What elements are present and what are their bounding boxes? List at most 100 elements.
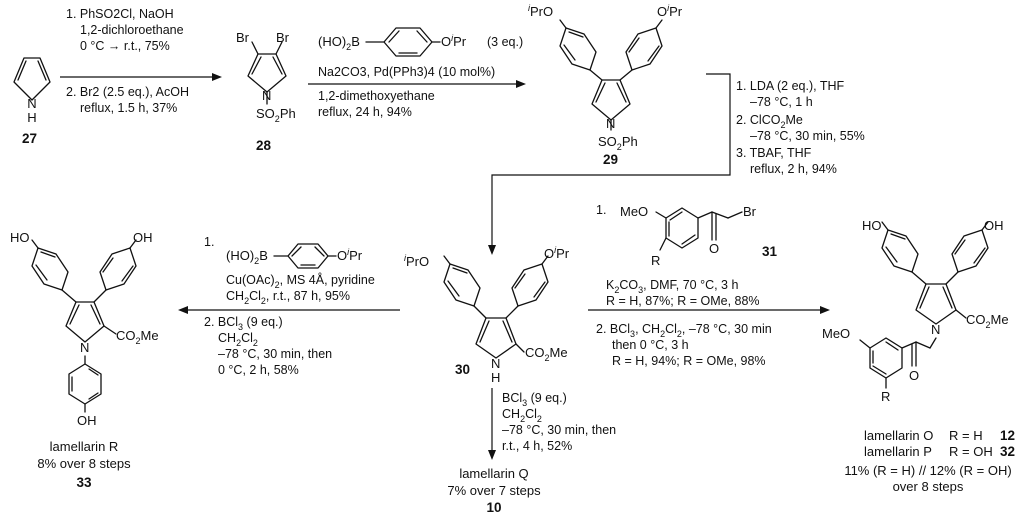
step-left-line1: Cu(OAc)2, MS 4Å, pyridine: [226, 272, 375, 290]
step-left-line2: CH2Cl2, r.t., 87 h, 95%: [226, 289, 350, 306]
compound-27-structure: N H: [13, 57, 51, 125]
ipro-label-left: iPrO: [528, 3, 553, 19]
step2-arrow: [308, 80, 526, 88]
compound-28-structure: Br Br N SO2Ph: [236, 30, 296, 124]
step3-line2: –78 °C, 1 h: [750, 95, 813, 109]
step-down-arrow: [488, 388, 496, 460]
n-label: N: [606, 116, 615, 131]
step-down-line4: r.t., 4 h, 52%: [502, 439, 572, 453]
lamellarin-op-yield2: over 8 steps: [893, 479, 964, 494]
step2-line2: 1,2-dimethoxyethane: [318, 89, 435, 103]
step-down-line3: –78 °C, 30 min, then: [502, 423, 616, 437]
compound-31-label: 31: [762, 244, 778, 259]
step-left-line3: 2. BCl3 (9 eq.): [204, 315, 283, 332]
co2me-label: CO2Me: [525, 345, 568, 363]
step-right-line5: R = H, 94%; R = OMe, 98%: [612, 354, 766, 368]
ipro-label-left: iPrO: [404, 253, 429, 269]
step3-line3: 2. ClCO2Me: [736, 113, 803, 130]
h-label: H: [491, 370, 500, 385]
step2-conditions: Na2CO3, Pd(PPh3)4 (10 mol%) 1,2-dimethox…: [318, 65, 495, 119]
n-label: N: [491, 356, 500, 371]
step1-conditions: 1. PhSO2Cl, NaOH 1,2-dichloroethane 0 °C…: [66, 7, 189, 115]
compound-33-label: 33: [76, 475, 92, 490]
step1-line5: reflux, 1.5 h, 37%: [80, 101, 177, 115]
lamellarin-q-yield: 7% over 7 steps: [447, 483, 541, 498]
step-left-line5: –78 °C, 30 min, then: [218, 347, 332, 361]
compound-29-label: 29: [603, 152, 618, 167]
step1-arrow: [60, 73, 222, 81]
step-right-line3: 2. BCl3, CH2Cl2, –78 °C, 30 min: [596, 322, 772, 339]
compound-30-label: 30: [455, 362, 470, 377]
boronic-acid-reagent: (HO)2B OiPr (3 eq.): [318, 27, 523, 57]
oipr-label: OiPr: [337, 247, 363, 263]
lamellarin-r-name: lamellarin R: [50, 439, 119, 454]
oipr-label-right: OiPr: [657, 3, 683, 19]
lamellarin-o-r: R = H: [949, 428, 983, 443]
r-label: R: [881, 389, 890, 404]
carbonyl-o-label: O: [709, 241, 719, 256]
step1-line3: 0 °C → r.t., 75%: [80, 39, 170, 53]
n-label: N: [931, 322, 940, 337]
step-down-line2: CH2Cl2: [502, 407, 542, 424]
br-label-1: Br: [236, 30, 250, 45]
co2me-label: CO2Me: [966, 312, 1009, 330]
lamellarin-o-name: lamellarin O: [864, 428, 933, 443]
step3-arrow: [488, 73, 731, 255]
step-right-line2: R = H, 87%; R = OMe, 88%: [606, 294, 760, 308]
oipr-label: OiPr: [441, 33, 467, 49]
pyrrole-n-label: N: [27, 96, 36, 111]
compound-32-label: 32: [1000, 444, 1015, 459]
co2me-label: CO2Me: [116, 328, 159, 346]
step-down-conditions: BCl3 (9 eq.) CH2Cl2 –78 °C, 30 min, then…: [502, 391, 616, 453]
n-label: N: [80, 340, 89, 355]
oh-label-right: OH: [133, 230, 153, 245]
step3-conditions: 1. LDA (2 eq.), THF –78 °C, 1 h 2. ClCO2…: [736, 79, 865, 176]
ho2b-label: (HO)2B: [226, 248, 268, 266]
step-left-n1: 1.: [204, 235, 214, 249]
r-label: R: [651, 253, 660, 268]
lamellarin-q-name: lamellarin Q: [459, 466, 528, 481]
lamellarin-r-structure: N CO2Me HO OH OH: [10, 230, 159, 428]
step1-line1: 1. PhSO2Cl, NaOH: [66, 7, 174, 21]
ho-label-left: HO: [862, 218, 882, 233]
n-label: N: [262, 88, 271, 103]
so2ph-label: SO2Ph: [256, 106, 296, 124]
lamellarin-op-yield1: 11% (R = H) // 12% (R = OH): [844, 463, 1011, 478]
lamellarin-r-yield: 8% over 8 steps: [37, 456, 131, 471]
step1-line4: 2. Br2 (2.5 eq.), AcOH: [66, 85, 189, 99]
oipr-label-right: OiPr: [544, 245, 570, 261]
step-right-arrow: [588, 306, 830, 314]
lamellarin-op-structure: N CO2Me HO OH O R MeO: [822, 218, 1009, 404]
step2-line3: reflux, 24 h, 94%: [318, 105, 412, 119]
step-right-n1: 1.: [596, 203, 606, 217]
compound-29-structure: N SO2Ph iPrO OiPr: [528, 3, 683, 152]
compound-30-structure: N H CO2Me iPrO OiPr: [404, 245, 570, 385]
step1-line2: 1,2-dichloroethane: [80, 23, 184, 37]
step-right-conditions: 1. MeO R O Br 31 K2CO3, DMF, 70 °C, 3 h …: [596, 203, 778, 368]
pyrrole-h-label: H: [27, 110, 36, 125]
meo-label: MeO: [822, 326, 850, 341]
step2-line1: Na2CO3, Pd(PPh3)4 (10 mol%): [318, 65, 495, 79]
lamellarin-p-name: lamellarin P: [864, 444, 932, 459]
carbonyl-o-label: O: [909, 368, 919, 383]
step3-line5: 3. TBAF, THF: [736, 146, 812, 160]
ho-label-left: HO: [10, 230, 30, 245]
oh-label-right: OH: [984, 218, 1004, 233]
br-label-2: Br: [276, 30, 290, 45]
so2ph-label: SO2Ph: [598, 134, 638, 152]
step3-line1: 1. LDA (2 eq.), THF: [736, 79, 845, 93]
ho2b-label: (HO)2B: [318, 34, 360, 52]
step-right-line1: K2CO3, DMF, 70 °C, 3 h: [606, 278, 738, 295]
compound-12-label: 12: [1000, 428, 1015, 443]
step-right-line4: then 0 °C, 3 h: [612, 338, 689, 352]
reagent-equivalents: (3 eq.): [487, 35, 523, 49]
br-label: Br: [743, 204, 757, 219]
meo-label: MeO: [620, 204, 648, 219]
lamellarin-op-labels: lamellarin O R = H 12 lamellarin P R = O…: [844, 428, 1015, 494]
step-left-line4: CH2Cl2: [218, 331, 258, 348]
step-down-line1: BCl3 (9 eq.): [502, 391, 567, 408]
compound-10-label: 10: [486, 500, 501, 515]
step-left-conditions: 1. (HO)2B OiPr Cu(OAc)2, MS 4Å, pyridine…: [204, 235, 375, 377]
compound-28-label: 28: [256, 138, 272, 153]
